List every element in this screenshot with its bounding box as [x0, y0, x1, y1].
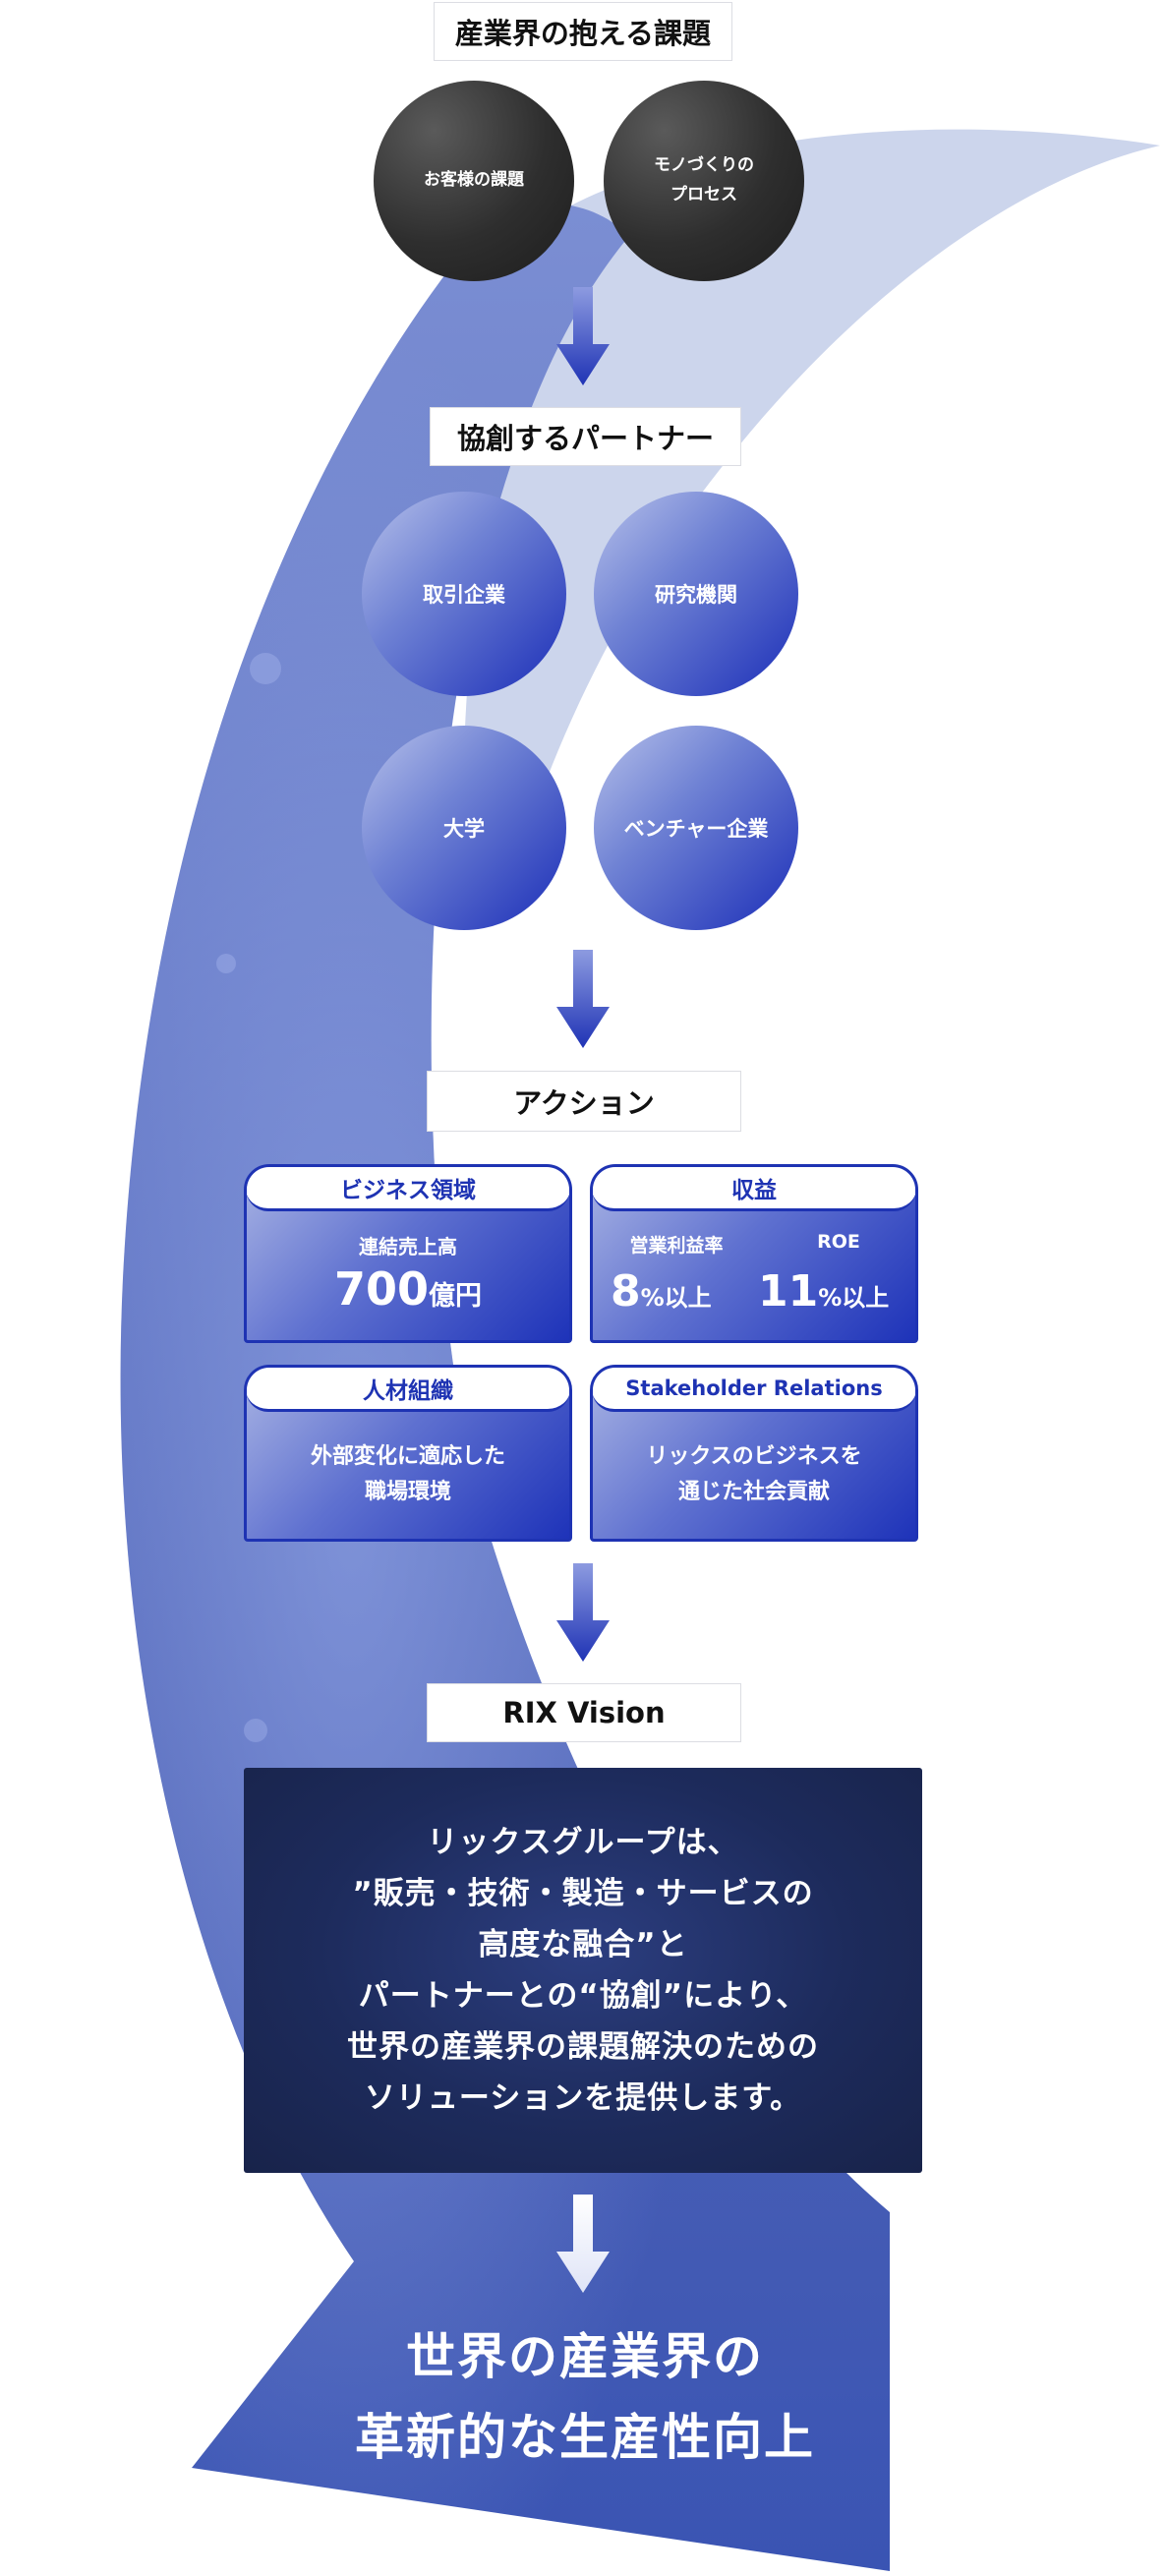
partner-label: 取引企業 [423, 583, 505, 607]
profit-card: 収益 営業利益率 ROE 8%以上 11%以上 [590, 1164, 918, 1343]
operating-margin-unit: %以上 [640, 1284, 712, 1312]
vision-statement-box: リックスグループは、 ”販売・技術・製造・サービスの 高度な融合”と パートナー… [244, 1768, 922, 2173]
roe-value: 11 [758, 1266, 819, 1317]
card-line2: 通じた社会貢献 [677, 1480, 830, 1504]
manufacturing-process-line1: モノづくりの [654, 155, 754, 176]
goal-line2: 革新的な生産性向上 [355, 2409, 815, 2466]
partner-circle-trading-companies: 取引企業 [362, 492, 566, 696]
vision-line: リックスグループは、 [427, 1825, 739, 1860]
action-title: アクション [427, 1071, 741, 1132]
vision-line: ”販売・技術・製造・サービスの [352, 1876, 814, 1911]
partner-circle-ventures: ベンチャー企業 [594, 726, 798, 930]
down-arrow-icon [556, 950, 610, 1048]
partner-label: 大学 [443, 817, 485, 841]
vision-line: パートナーとの“協創”により、 [358, 1978, 808, 2014]
customer-issue-label: お客様の課題 [424, 170, 524, 191]
partner-label: 研究機関 [655, 583, 737, 607]
card-heading: Stakeholder Relations [593, 1368, 915, 1412]
customer-issue-circle: お客様の課題 [374, 81, 574, 281]
goal-statement: 世界の産業界の 革新的な生産性向上 [295, 2316, 875, 2478]
challenges-title: 産業界の抱える課題 [434, 2, 732, 61]
manufacturing-process-circle: モノづくりの プロセス [604, 81, 804, 281]
vision-line: 高度な融合”と [478, 1927, 688, 1962]
partner-circle-universities: 大学 [362, 726, 566, 930]
card-line1: 外部変化に適応した [310, 1444, 505, 1469]
vision-line: 世界の産業界の課題解決のための [347, 2029, 819, 2065]
revenue-unit: 億円 [429, 1281, 483, 1312]
roe-label: ROE [817, 1231, 860, 1253]
down-arrow-icon [556, 2195, 610, 2293]
partner-label: ベンチャー企業 [623, 817, 769, 841]
down-arrow-icon [556, 1563, 610, 1662]
business-domain-card: ビジネス領域 連結売上高 700億円 [244, 1164, 572, 1343]
operating-margin-label: 営業利益率 [629, 1235, 724, 1257]
down-arrow-icon [556, 287, 610, 385]
card-sublabel: 連結売上高 [359, 1235, 457, 1259]
card-heading: 収益 [593, 1167, 915, 1211]
card-heading: 人材組織 [247, 1368, 569, 1412]
card-line2: 職場環境 [364, 1480, 451, 1504]
people-organization-card: 人材組織 外部変化に適応した 職場環境 [244, 1365, 572, 1542]
revenue-value: 700 [333, 1262, 430, 1316]
manufacturing-process-line2: プロセス [670, 185, 737, 205]
partners-title: 協創するパートナー [430, 407, 741, 466]
stakeholder-relations-card: Stakeholder Relations リックスのビジネスを 通じた社会貢献 [590, 1365, 918, 1542]
card-heading: ビジネス領域 [247, 1167, 569, 1211]
operating-margin-value: 8 [611, 1266, 641, 1317]
vision-title: RIX Vision [427, 1683, 741, 1742]
partner-circle-research-institutes: 研究機関 [594, 492, 798, 696]
goal-line1: 世界の産業界の [406, 2328, 764, 2385]
vision-line: ソリューションを提供します。 [364, 2080, 802, 2116]
roe-unit: %以上 [818, 1284, 890, 1312]
card-line1: リックスのビジネスを [646, 1444, 862, 1469]
